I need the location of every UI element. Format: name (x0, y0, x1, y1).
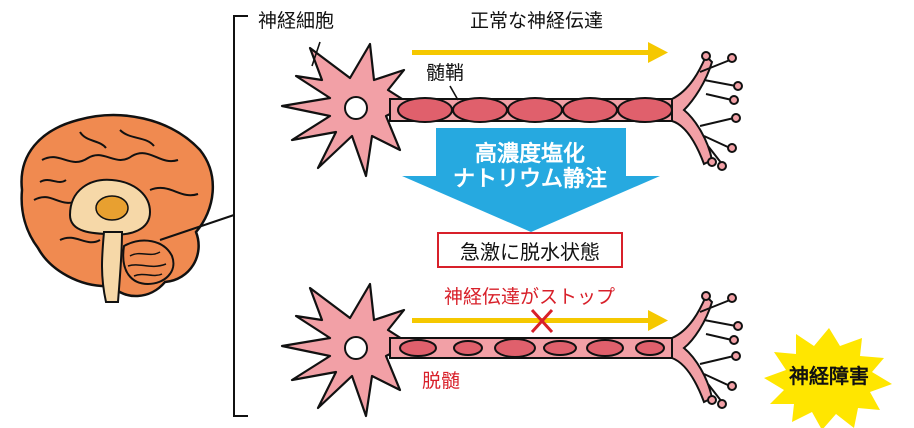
label-treatment-line1: 高濃度塩化 (474, 142, 585, 167)
label-treatment: 高濃度塩化 ナトリウム静注 (430, 142, 630, 193)
label-normal-transmission: 正常な神経伝達 (470, 10, 604, 32)
dehydration-box: 急激に脱水状態 (437, 232, 623, 268)
label-myelin: 髄鞘 (426, 62, 465, 84)
neuron-demyelinated (280, 282, 743, 418)
brain-illustration (20, 113, 214, 303)
neuron-normal (280, 41, 743, 178)
stop-cross-icon (530, 308, 554, 334)
label-transmission-stop: 神経伝達がストップ (444, 286, 616, 308)
label-neuron: 神経細胞 (258, 10, 335, 32)
bracket (159, 15, 248, 417)
label-neurological-disorder: 神経障害 (789, 364, 869, 388)
arrow-blocked-transmission (412, 310, 668, 331)
label-dehydration: 急激に脱水状態 (460, 239, 600, 264)
starburst-icon (764, 328, 892, 428)
label-treatment-line2: ナトリウム静注 (452, 167, 607, 193)
down-arrow (402, 128, 660, 232)
label-demyelination: 脱髄 (422, 370, 461, 392)
arrow-normal-transmission (412, 42, 668, 63)
